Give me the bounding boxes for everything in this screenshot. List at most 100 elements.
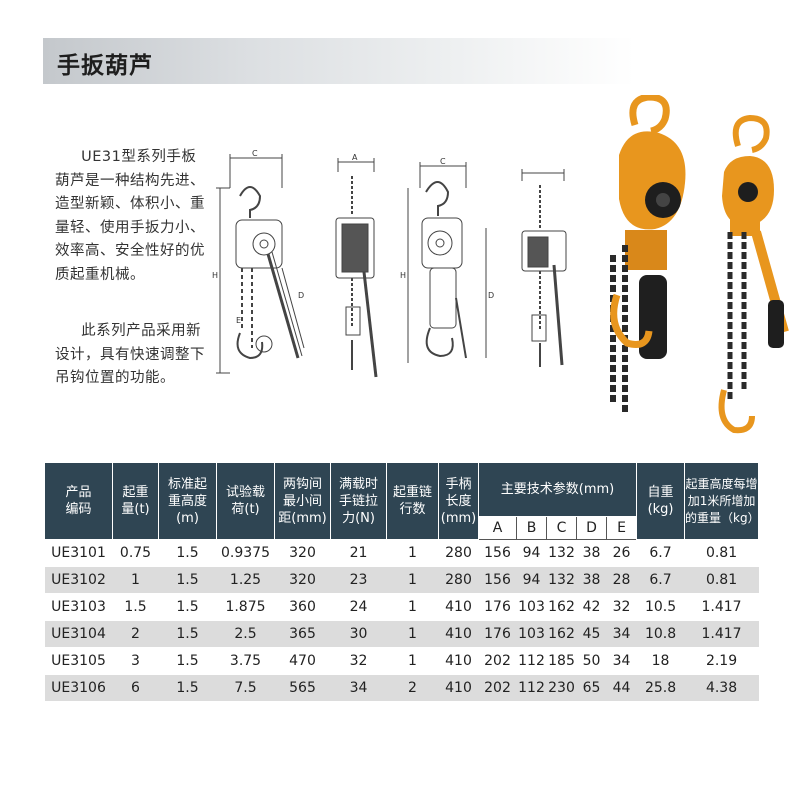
subheader-c: C (546, 516, 577, 540)
table-cell: UE3104 (44, 620, 113, 648)
table-cell: 23 (330, 566, 387, 594)
description-paragraph-1: UE31型系列手板 葫芦是一种结构先进、 造型新颖、体积小、重 量轻、使用手扳力… (55, 146, 265, 288)
table-cell: 1.5 (158, 566, 217, 594)
dimension-label-e: E (236, 316, 241, 325)
lever-hoist-photo-small (718, 114, 789, 434)
table-cell: 34 (330, 674, 387, 702)
dimension-label-c: C (440, 158, 446, 166)
table-header-row: 产品编码 起重量(t) 标准起重高度(m) 试验载荷(t) 两钩间最小间距(mm… (44, 462, 760, 540)
table-cell: 1.5 (158, 539, 217, 567)
table-cell: 34 (606, 647, 637, 675)
description-line: 葫芦是一种结构先进、 (55, 172, 205, 189)
table-cell: 1.5 (158, 647, 217, 675)
table-cell: 365 (274, 620, 331, 648)
table-cell: 94 (516, 539, 547, 567)
table-cell: 38 (576, 566, 607, 594)
table-cell: UE3101 (44, 539, 113, 567)
header-extra-weight: 起重高度每增加1米所增加的重量（kg） (684, 462, 760, 540)
table-cell: 45 (576, 620, 607, 648)
table-cell: 410 (438, 647, 479, 675)
table-cell: 10.5 (636, 593, 685, 621)
table-cell: 38 (576, 539, 607, 567)
description-line: 造型新颖、体积小、重 (55, 196, 205, 213)
table-cell: 132 (546, 539, 577, 567)
dimension-label-d: D (298, 291, 304, 300)
dimension-label-a: A (352, 153, 358, 162)
header-handle-length: 手柄长度(mm) (438, 462, 479, 540)
description-line: 效率高、安全性好的优 (55, 243, 205, 260)
table-cell: UE3106 (44, 674, 113, 702)
table-cell: 280 (438, 566, 479, 594)
description-line: 设计，具有快速调整下 (55, 346, 205, 363)
table-cell: 21 (330, 539, 387, 567)
table-cell: 1 (386, 620, 439, 648)
table-cell: 94 (516, 566, 547, 594)
table-cell: 156 (478, 539, 517, 567)
table-cell: 65 (576, 674, 607, 702)
dimension-label-d: D (488, 291, 494, 300)
subheader-a: A (478, 516, 517, 540)
table-cell: 0.81 (684, 566, 759, 594)
header-lift-height: 标准起重高度(m) (158, 462, 217, 540)
dimension-label-h: H (212, 271, 218, 280)
table-cell: 2.19 (684, 647, 759, 675)
table-cell: UE3103 (44, 593, 113, 621)
table-cell: 132 (546, 566, 577, 594)
table-cell: 26 (606, 539, 637, 567)
table-cell: 1 (386, 566, 439, 594)
table-cell: 230 (546, 674, 577, 702)
table-cell: 4.38 (684, 674, 759, 702)
header-chain-falls: 起重链行数 (386, 462, 439, 540)
table-cell: 1.875 (216, 593, 275, 621)
table-cell: 1 (112, 566, 159, 594)
table-cell: 1.417 (684, 620, 759, 648)
technical-drawing-side: A (335, 153, 378, 378)
table-cell: 320 (274, 539, 331, 567)
table-cell: 10.8 (636, 620, 685, 648)
table-cell: 103 (516, 620, 547, 648)
table-cell: 202 (478, 674, 517, 702)
description-line: 此系列产品采用新 (81, 323, 202, 339)
description-line: 吊钩位置的功能。 (55, 370, 175, 387)
table-cell: 280 (438, 539, 479, 567)
table-cell: 176 (478, 593, 517, 621)
table-cell: 1.5 (158, 620, 217, 648)
lever-hoist-photo-large (610, 95, 686, 415)
table-cell: 32 (606, 593, 637, 621)
table-cell: 360 (274, 593, 331, 621)
table-cell: 1 (386, 539, 439, 567)
table-cell: 156 (478, 566, 517, 594)
technical-drawing-front: C H D E (212, 149, 305, 374)
table-cell: 185 (546, 647, 577, 675)
header-model: 产品编码 (44, 462, 113, 540)
subheader-b: B (516, 516, 547, 540)
table-cell: 6.7 (636, 566, 685, 594)
dimension-label-h: H (400, 271, 406, 280)
description-line: 质起重机械。 (55, 266, 145, 283)
header-tech-params: 主要技术参数(mm) (477, 462, 638, 517)
table-cell: UE3105 (44, 647, 113, 675)
table-cell: 0.75 (112, 539, 159, 567)
table-cell: 0.81 (684, 539, 759, 567)
table-cell: 32 (330, 647, 387, 675)
table-cell: UE3102 (44, 566, 113, 594)
table-cell: 25.8 (636, 674, 685, 702)
table-cell: 50 (576, 647, 607, 675)
table-cell: 24 (330, 593, 387, 621)
table-cell: 320 (274, 566, 331, 594)
page-title: 手扳葫芦 (57, 53, 153, 79)
table-cell: 2.5 (216, 620, 275, 648)
technical-drawing-side-2 (521, 169, 567, 367)
table-cell: 1.5 (158, 593, 217, 621)
table-cell: 2 (386, 674, 439, 702)
subheader-d: D (576, 516, 607, 540)
table-cell: 1.417 (684, 593, 759, 621)
table-cell: 3.75 (216, 647, 275, 675)
